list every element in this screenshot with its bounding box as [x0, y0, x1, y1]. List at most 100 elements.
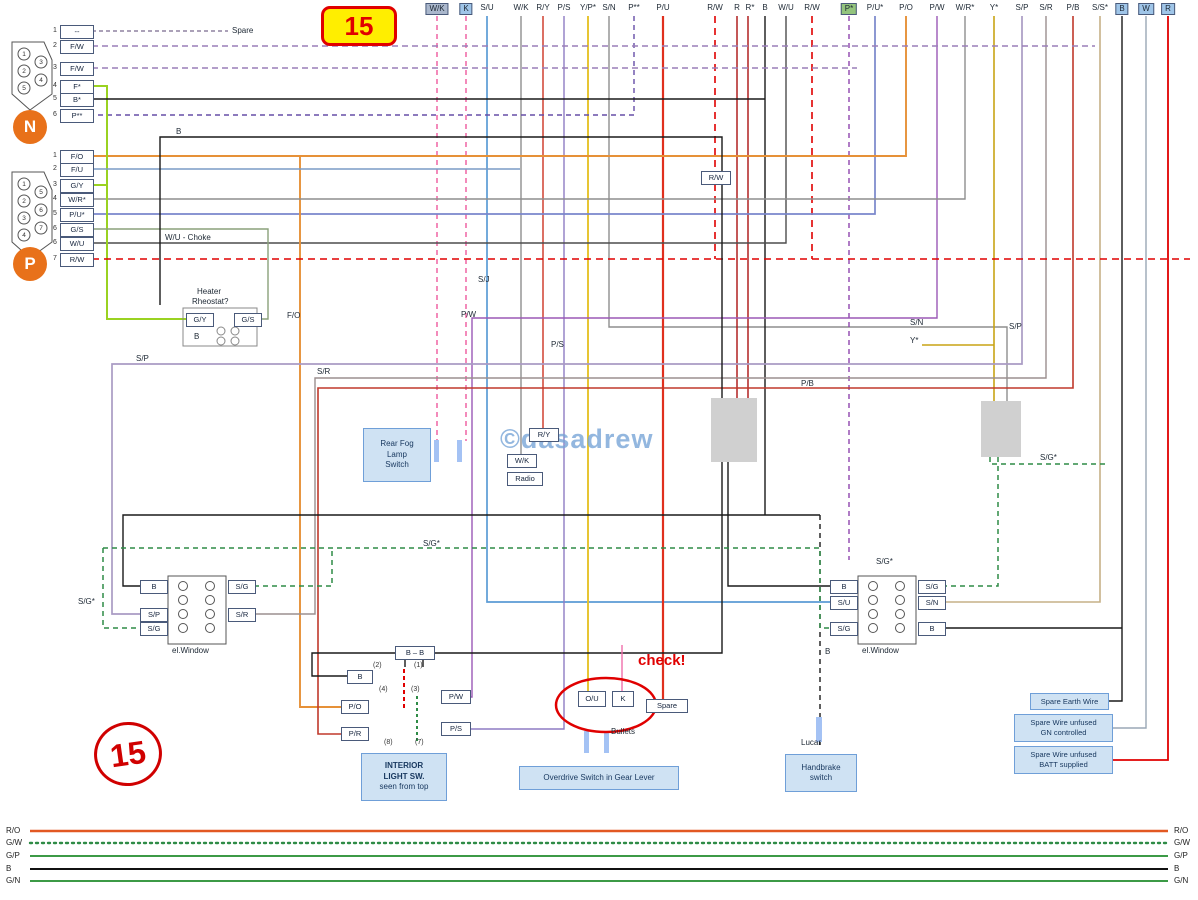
svg-text:2: 2 — [22, 68, 26, 75]
pin-label: F/O — [60, 150, 94, 164]
top-wire-label: W/K — [425, 3, 449, 15]
wire-sg-right-down — [944, 457, 999, 587]
heater-pin-gy: G/Y — [186, 313, 214, 327]
bullet-tick — [434, 440, 439, 462]
label-box-ry: R/Y — [529, 428, 559, 442]
svg-text:2: 2 — [22, 198, 26, 205]
label-box-k: K — [612, 691, 634, 707]
svg-text:5: 5 — [22, 85, 26, 92]
elw-left-pin-sr: S/R — [228, 608, 256, 622]
connector-block-right — [981, 401, 1021, 457]
heater-earth-label: B — [194, 332, 200, 341]
wire-label-sj: S/J — [478, 275, 490, 284]
interior-pin-3: (3) — [411, 686, 420, 693]
wire-su — [486, 16, 830, 603]
wire-label-fo: F/O — [287, 311, 301, 320]
wire-w-spare-gn — [1111, 16, 1147, 729]
pin-label: G/S — [60, 223, 94, 237]
pin-number: 2 — [53, 165, 57, 172]
bus-label-right-ro: R/O — [1174, 826, 1189, 835]
bullet-tick — [604, 731, 609, 753]
interior-pin-7: (7) — [415, 739, 424, 746]
label-box-pr: P/R — [341, 727, 369, 741]
sheet-number-badge-top: 15 — [321, 6, 397, 46]
wire-label-rw-mid: R/W — [701, 171, 731, 185]
connector-n-body — [11, 41, 53, 111]
label-box-po: P/O — [341, 700, 369, 714]
pin-label: W/R* — [60, 193, 94, 207]
top-wire-label: P/W — [929, 3, 945, 12]
label-box-bb: B – B — [395, 646, 435, 660]
interior-caption-3: seen from top — [379, 782, 429, 792]
handbrake-line1: Handbrake — [801, 762, 841, 772]
svg-text:4: 4 — [22, 232, 26, 239]
pin-label: F* — [60, 80, 94, 94]
wire-label-b-handbrake: B — [825, 647, 831, 656]
bus-label-left-gn: G/N — [6, 876, 21, 885]
pin-number: 1 — [53, 152, 57, 159]
top-wire-label: P/U* — [866, 3, 884, 12]
overdrive-caption-box: Overdrive Switch in Gear Lever — [519, 766, 679, 790]
svg-text:1: 1 — [22, 51, 26, 58]
wire-label-ps: P/S — [551, 340, 564, 349]
connector-p-pin-numbers: 1 2 3 4 5 6 7 — [22, 181, 43, 239]
top-wire-label: R — [734, 3, 740, 12]
top-wire-label: S/R — [1039, 3, 1053, 12]
wire-pb — [317, 16, 1074, 735]
label-box-wk: W/K — [507, 454, 537, 468]
heater-title-2: Rheostat? — [192, 297, 229, 306]
pin-label: -- — [60, 25, 94, 39]
top-wire-label: R* — [745, 3, 755, 12]
el-window-left-body — [167, 575, 227, 645]
wire-sg-elw-left — [254, 548, 333, 587]
watermark: ©dasadrew — [500, 424, 654, 454]
label-box-pw: P/W — [441, 690, 471, 704]
wire-label-sg2: S/G* — [876, 557, 893, 566]
wire-ssstar — [944, 16, 1101, 603]
wire-r-spare-batt — [1111, 16, 1169, 761]
rear-fog-line1: Rear Fog — [380, 439, 414, 449]
svg-text:3: 3 — [39, 59, 43, 66]
top-wire-label: S/U — [480, 3, 494, 12]
interior-caption-box: INTERIOR LIGHT SW. seen from top — [361, 753, 447, 801]
wire-label-pw: P/W — [461, 310, 477, 319]
bullet-tick — [584, 731, 589, 753]
shape-layer: 1 2 5 3 4 1 2 3 4 5 6 7 — [11, 41, 1021, 753]
svg-text:1: 1 — [22, 181, 26, 188]
spare-batt-line2: BATT supplied — [1039, 760, 1088, 769]
pin-number: 7 — [53, 255, 57, 262]
wire-po-branch — [299, 156, 341, 708]
top-wire-label: W/K — [513, 3, 529, 12]
top-wire-label: S/P — [1015, 3, 1029, 12]
pin-number: 6 — [53, 225, 57, 232]
connector-n-badge: N — [13, 110, 47, 144]
wire-ps — [469, 16, 565, 730]
wire-sg-long — [103, 547, 830, 629]
spare-gn-line1: Spare Wire unfused — [1030, 718, 1097, 728]
pin-label: P/U* — [60, 208, 94, 222]
el-window-right-body — [857, 575, 917, 645]
pin-label: P** — [60, 109, 94, 123]
check-ellipse — [554, 676, 658, 734]
elw-right-pin-sg-r: S/G — [918, 580, 946, 594]
connector-n-pin-numbers: 1 2 5 3 4 — [22, 51, 43, 92]
spare-gn-box: Spare Wire unfused GN controlled — [1014, 714, 1113, 742]
wire-label-sp-right: S/P — [1009, 322, 1022, 331]
elw-right-pin-sn: S/N — [918, 596, 946, 610]
wire-label-sr: S/R — [317, 367, 331, 376]
wire-po-fo — [92, 16, 907, 157]
elw-left-pin-sg-r: S/G — [228, 580, 256, 594]
wire-label-sg1: S/G* — [1040, 453, 1057, 462]
rear-fog-line3: Switch — [385, 460, 409, 470]
wire-label-sg4: S/G* — [78, 597, 95, 606]
svg-text:6: 6 — [39, 207, 43, 214]
wire-fstar-gy — [92, 85, 186, 320]
wire-b-bb — [433, 462, 723, 654]
wire-pss — [92, 16, 635, 116]
label-box-spare: Spare — [646, 699, 688, 713]
top-wire-label: K — [459, 3, 473, 15]
wire-sg-left — [102, 548, 140, 629]
interior-pin-1: (1) — [414, 662, 423, 669]
bus-label-right-gw: G/W — [1174, 838, 1190, 847]
pin-label: F/W — [60, 62, 94, 76]
